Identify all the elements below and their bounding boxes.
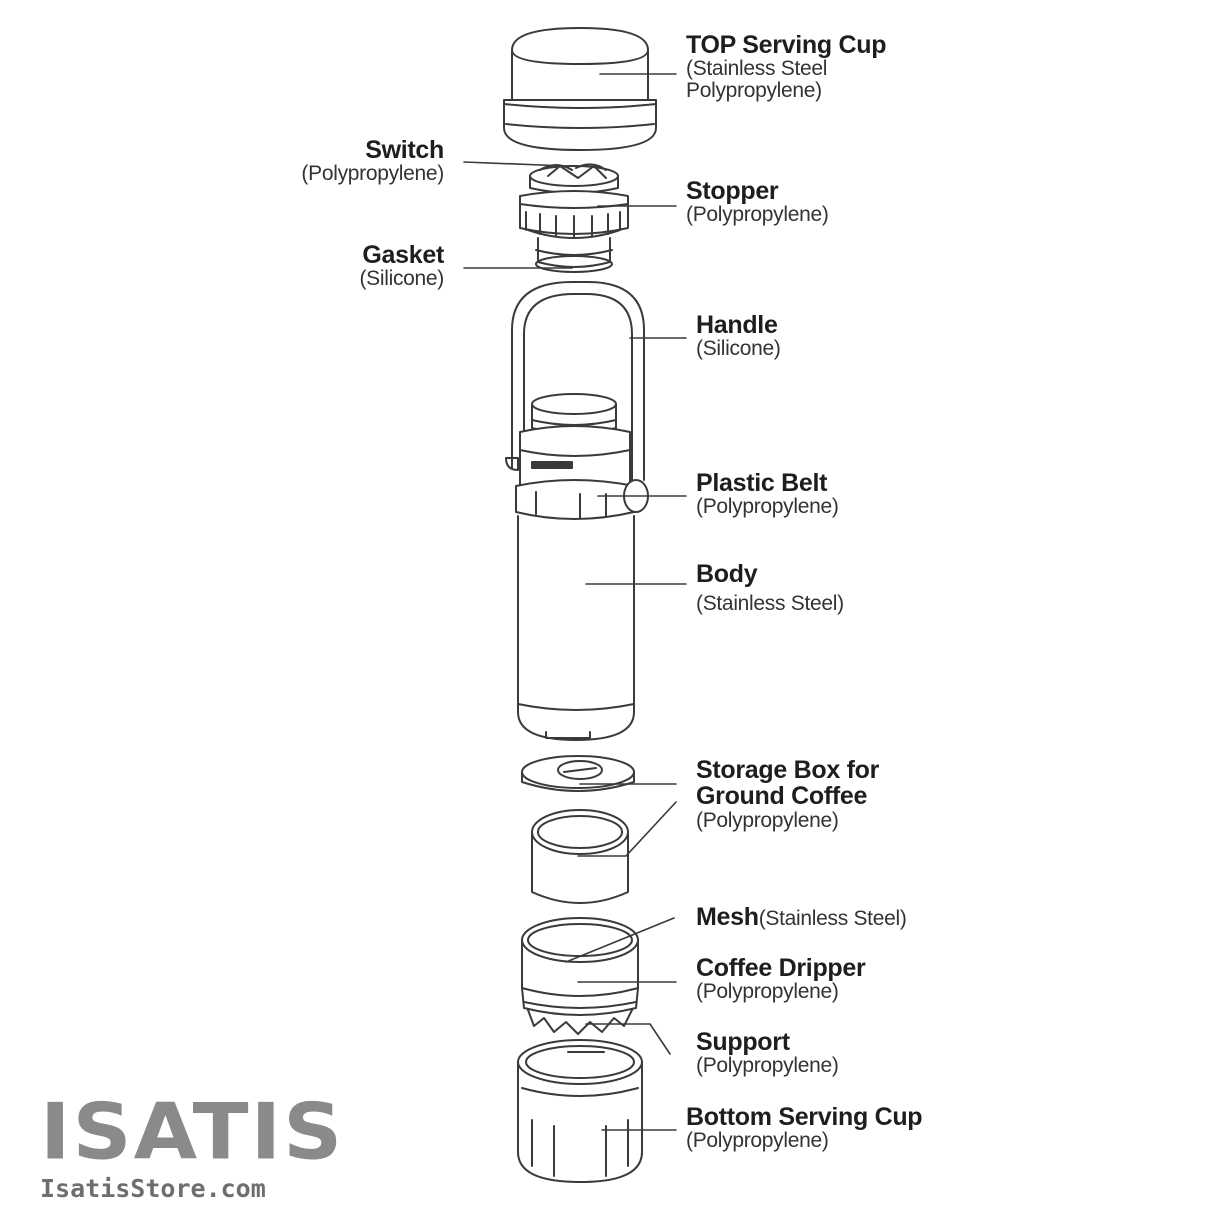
switch-material: (Polypropylene)	[301, 162, 444, 186]
bottom-serving-cup-drawing	[517, 1039, 643, 1183]
label-storage-box: Storage Box for Ground Coffee (Polypropy…	[696, 757, 879, 832]
plastic-belt-name: Plastic Belt	[696, 469, 828, 497]
label-stopper: Stopper (Polypropylene)	[686, 178, 829, 226]
top-serving-cup-material-1: (Stainless Steel	[686, 57, 828, 81]
handle-drawing	[505, 281, 645, 481]
label-handle: Handle (Silicone)	[696, 312, 781, 360]
label-switch: Switch (Polypropylene)	[301, 137, 444, 185]
label-gasket: Gasket (Silicone)	[359, 242, 444, 290]
body-drawing	[515, 393, 649, 741]
storage-box-name-2: Ground Coffee	[696, 782, 868, 811]
label-coffee-dripper: Coffee Dripper (Polypropylene)	[696, 954, 866, 1004]
coffee-dripper-drawing	[521, 917, 639, 1035]
bottom-serving-cup-material: (Polypropylene)	[686, 1129, 829, 1153]
stopper-name: Stopper	[686, 177, 779, 205]
gasket-material: (Silicone)	[359, 267, 444, 291]
handle-name: Handle	[696, 311, 778, 339]
storage-box-name-1: Storage Box for	[696, 756, 880, 784]
mesh-material: (Stainless Steel)	[758, 907, 907, 930]
stopper-material: (Polypropylene)	[686, 203, 829, 227]
support-material: (Polypropylene)	[696, 1054, 839, 1078]
storage-box-drawing	[531, 809, 629, 904]
label-plastic-belt: Plastic Belt (Polypropylene)	[696, 470, 839, 518]
coffee-dripper-material: (Polypropylene)	[696, 980, 839, 1004]
label-body: Body (Stainless Steel)	[696, 561, 844, 615]
body-material: (Stainless Steel)	[696, 592, 844, 616]
top-serving-cup-material-2: Polypropylene)	[686, 79, 822, 103]
gasket-drawing	[535, 237, 613, 273]
leader-lines	[463, 73, 687, 1131]
bottom-serving-cup-name: Bottom Serving Cup	[686, 1103, 923, 1131]
storage-lid-drawing	[521, 755, 635, 792]
plastic-belt-material: (Polypropylene)	[696, 495, 839, 519]
logo-url: IsatisStore.com	[40, 1174, 266, 1203]
mesh-name: Mesh	[696, 903, 759, 931]
support-name: Support	[696, 1028, 790, 1056]
isatis-logo: ISATIS IsatisStore.com	[40, 1087, 345, 1203]
body-name: Body	[696, 560, 758, 588]
stopper-drawing	[519, 163, 629, 239]
top-serving-cup-name: TOP Serving Cup	[686, 31, 887, 59]
switch-name: Switch	[365, 136, 444, 164]
label-mesh: Mesh(Stainless Steel)	[696, 904, 907, 930]
label-support: Support (Polypropylene)	[696, 1029, 839, 1077]
label-top-serving-cup: TOP Serving Cup (Stainless Steel Polypro…	[686, 32, 886, 102]
logo-mark: ISATIS	[40, 1087, 345, 1178]
top-serving-cup-drawing	[503, 27, 657, 151]
handle-material: (Silicone)	[696, 337, 781, 361]
label-bottom-serving-cup: Bottom Serving Cup (Polypropylene)	[686, 1103, 923, 1153]
gasket-name: Gasket	[362, 241, 444, 269]
coffee-dripper-name: Coffee Dripper	[696, 954, 866, 982]
storage-box-material: (Polypropylene)	[696, 808, 839, 832]
